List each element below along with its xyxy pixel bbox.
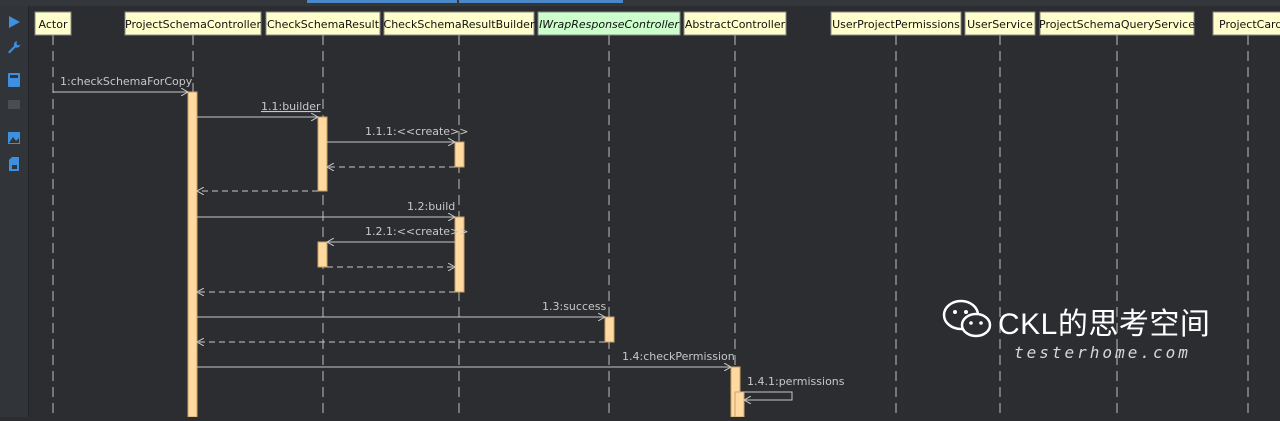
- activations: [187, 91, 745, 418]
- image-icon[interactable]: [6, 130, 22, 146]
- messages: [53, 92, 793, 400]
- message-label: 1:checkSchemaForCopy: [60, 75, 193, 88]
- activation-bar[interactable]: [734, 391, 745, 418]
- participant-label: Actor: [39, 18, 68, 31]
- sd-card-icon[interactable]: [6, 156, 22, 172]
- wechat-icon: [942, 299, 992, 338]
- activation-bar[interactable]: [454, 216, 465, 293]
- run-icon[interactable]: [6, 14, 22, 30]
- participant-abstract-controller[interactable]: AbstractController: [683, 11, 787, 36]
- participant-check-schema-result-builder[interactable]: CheckSchemaResultBuilder: [383, 11, 535, 36]
- participant-label: UserService: [967, 18, 1033, 31]
- wechat-watermark: CKL的思考空间 testerhome.com: [940, 297, 1240, 377]
- message-label: 1.3:success: [542, 300, 606, 313]
- wrench-icon[interactable]: [6, 39, 22, 55]
- message-label: 1.1.1:<<create>>: [365, 125, 468, 138]
- participant-label: CheckSchemaResult: [267, 18, 380, 31]
- calculator-icon[interactable]: [6, 72, 22, 88]
- message-label: 1.2.1:<<create>>: [365, 225, 468, 238]
- sequence-diagram-canvas: Actor ProjectSchemaController CheckSchem…: [29, 6, 1280, 418]
- sequence-diagram: Actor ProjectSchemaController CheckSchem…: [34, 11, 1280, 418]
- message-label: 1.4:checkPermission: [622, 350, 735, 363]
- folder-icon[interactable]: [6, 96, 22, 112]
- participant-label: UserProjectPermissions: [832, 18, 960, 31]
- activation-bar[interactable]: [317, 116, 328, 192]
- participant-check-schema-result[interactable]: CheckSchemaResult: [265, 11, 381, 36]
- activation-bar[interactable]: [187, 91, 198, 418]
- participant-label: CheckSchemaResultBuilder: [384, 18, 535, 31]
- tool-sidebar: [0, 6, 29, 417]
- participant-label: ProjectSchemaQueryService: [1039, 18, 1195, 31]
- participant-project-schema-controller[interactable]: ProjectSchemaController: [124, 11, 262, 36]
- message-labels: 1:checkSchemaForCopy 1.1:builder 1.1.1:<…: [60, 75, 845, 388]
- message-label: 1.4.1:permissions: [747, 375, 845, 388]
- activation-bar[interactable]: [454, 141, 465, 168]
- message-label: 1.2:build: [407, 200, 455, 213]
- activation-bar[interactable]: [317, 241, 328, 268]
- participant-label: ProjectCard: [1219, 18, 1280, 31]
- participant-label: ProjectSchemaController: [125, 18, 261, 31]
- participant-iwrap-response-controller[interactable]: IWrapResponseController: [537, 11, 681, 36]
- participant-label: AbstractController: [685, 18, 786, 31]
- watermark-title: CKL的思考空间: [998, 308, 1211, 341]
- message-label: 1.1:builder: [261, 100, 321, 113]
- participant-project-card[interactable]: ProjectCard: [1212, 11, 1280, 36]
- editor-tab-strip: [0, 0, 1280, 6]
- tab-indicator[interactable]: [307, 0, 457, 3]
- participant-user-project-permissions[interactable]: UserProjectPermissions: [830, 11, 962, 36]
- tab-indicator[interactable]: [459, 0, 623, 3]
- participant-label: IWrapResponseController: [539, 18, 680, 31]
- watermark-subtitle: testerhome.com: [1014, 343, 1191, 362]
- participant-user-service[interactable]: UserService: [964, 11, 1036, 36]
- self-message-arrow[interactable]: [740, 391, 793, 400]
- participant-project-schema-query-service[interactable]: ProjectSchemaQueryService: [1039, 11, 1195, 36]
- participants: Actor ProjectSchemaController CheckSchem…: [34, 11, 1280, 36]
- participant-actor[interactable]: Actor: [34, 11, 72, 36]
- activation-bar[interactable]: [604, 316, 615, 343]
